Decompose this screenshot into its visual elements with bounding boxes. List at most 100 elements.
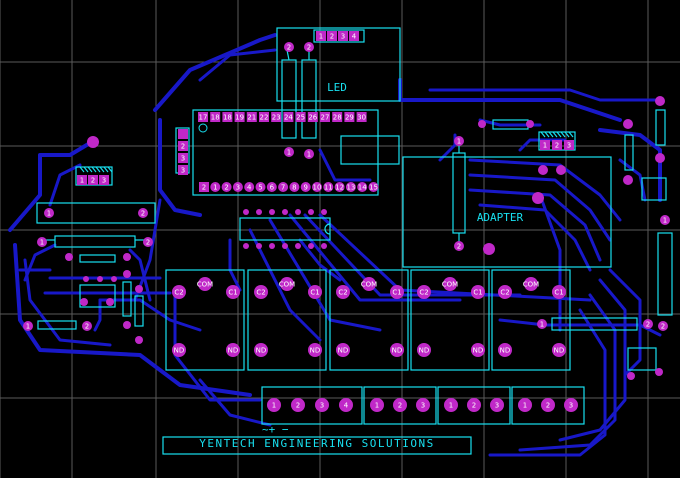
pad-label: 29 <box>345 114 354 122</box>
header-hatch <box>83 166 89 173</box>
copper-trace <box>318 148 372 182</box>
pad-label: C1 <box>554 289 563 297</box>
pad-label: 10 <box>313 184 322 192</box>
mcu-top-pin <box>344 112 355 122</box>
left-header-pin <box>88 175 98 185</box>
copper-trace <box>13 243 252 397</box>
pad-label: 22 <box>260 114 269 122</box>
resistor-r2-body <box>54 235 136 248</box>
pad-label: 3 <box>181 155 185 163</box>
pad-label: 4 <box>344 402 349 410</box>
resistor-pad <box>556 165 566 175</box>
mcu-top-pin <box>283 112 294 122</box>
pad-label: C2 <box>174 289 183 297</box>
header-hatch <box>99 166 105 173</box>
pad-label: 24 <box>284 114 293 122</box>
copper-trace <box>468 188 602 262</box>
header-hatch <box>79 166 85 173</box>
resistor-pad <box>643 319 653 329</box>
top-header-pin <box>327 31 337 41</box>
led-module-outline <box>276 27 401 102</box>
pad-label: 4 <box>247 184 252 192</box>
pad-label: C1 <box>228 289 237 297</box>
right-diode-outline <box>641 177 667 201</box>
adapter-label: ADAPTER <box>477 211 524 224</box>
terminal-pin <box>267 398 281 412</box>
left-header-pin <box>77 175 87 185</box>
transistor-pad <box>655 368 663 376</box>
pad-label: 1 <box>523 402 527 410</box>
pad <box>135 285 143 293</box>
terminal-pin <box>291 398 305 412</box>
copper-trace <box>8 138 97 232</box>
copper-trace <box>558 278 627 442</box>
pad-label: 4 <box>352 33 357 41</box>
relay-c1-pad <box>471 285 485 299</box>
copper-trace <box>198 48 277 82</box>
led-pin <box>284 42 294 52</box>
header-hatch <box>548 131 554 138</box>
pad-label: 2 <box>646 321 650 329</box>
ic-pin <box>295 209 301 215</box>
pad-label: 3 <box>567 142 571 150</box>
pad-label: 1 <box>540 321 544 329</box>
pad-label: 8 <box>292 184 296 192</box>
copper-trace <box>303 213 522 297</box>
pad-label: ND <box>310 347 321 355</box>
relay-2-outline <box>247 269 327 371</box>
right-header-pin <box>540 140 550 150</box>
copper-trace <box>468 158 622 222</box>
pad-label: ND <box>392 347 403 355</box>
top-header-pin <box>349 31 359 41</box>
terminal-2-outline <box>363 386 437 425</box>
pad-label: ND <box>554 347 565 355</box>
led-pin <box>304 149 314 159</box>
relay-com-pad <box>443 277 457 291</box>
resistor-right-small <box>655 109 666 146</box>
copper-trace <box>618 158 647 202</box>
pad-label: 1 <box>213 184 217 192</box>
pad-label: COM <box>361 281 377 289</box>
via <box>483 243 495 255</box>
terminal-pin <box>315 398 329 412</box>
adapter-resistor-pad <box>454 241 464 251</box>
mcu-outline <box>192 109 379 196</box>
ic-pin <box>321 209 327 215</box>
relay-nd-pad <box>308 343 322 357</box>
led-resistor-1 <box>281 59 297 139</box>
mcu-bottom-pin <box>199 182 209 192</box>
relay-c1-pad <box>308 285 322 299</box>
pad-label: COM <box>523 281 539 289</box>
pad-label: 7 <box>281 184 285 192</box>
ic-pin <box>321 243 327 249</box>
via <box>532 192 544 204</box>
pad-label: 18 <box>223 114 232 122</box>
mcu-bottom-pin <box>357 182 368 192</box>
pad-label: 15 <box>369 184 378 192</box>
header-hatch <box>544 131 550 138</box>
pad-label: C1 <box>310 289 319 297</box>
pad-label: 1 <box>319 33 323 41</box>
resistor-pad <box>655 96 665 106</box>
mcu-top-pin <box>332 112 343 122</box>
resistor-pad <box>623 175 633 185</box>
pad-label: 19 <box>235 114 244 122</box>
pad-label: 3 <box>569 402 573 410</box>
copper-trace <box>198 378 272 427</box>
relay-c1-pad <box>552 285 566 299</box>
copper-trace <box>93 298 102 332</box>
relay-com-pad <box>524 277 538 291</box>
pad-label: ND <box>500 347 511 355</box>
mcu-top-pin <box>234 112 245 122</box>
relay-com-pad <box>362 277 376 291</box>
pad-label: 1 <box>457 138 461 146</box>
pad-label: 28 <box>333 114 342 122</box>
copper-trace <box>608 268 642 377</box>
resistor-pad <box>82 321 92 331</box>
relay-c2-pad <box>498 285 512 299</box>
copper-trace <box>48 163 82 207</box>
mcu-bottom-pin <box>221 182 232 192</box>
crystal-outline <box>340 135 400 165</box>
